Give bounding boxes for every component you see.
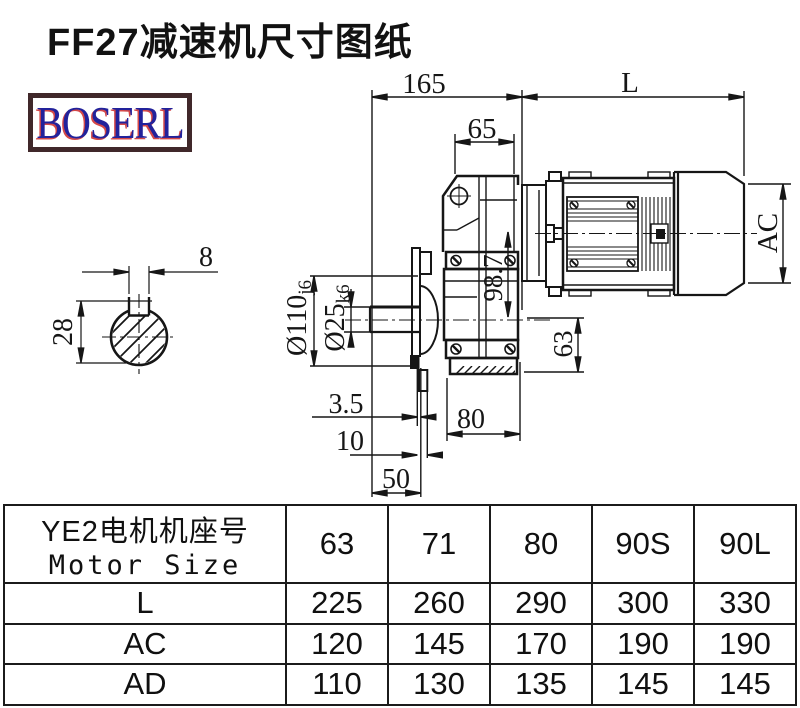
dim-label-flange-offset: 10 [336,426,364,457]
table-header-row: YE2电机机座号 Motor Size 63 71 80 90S 90L [3,504,797,584]
AC-90L: 190 [693,622,797,665]
AD-80: 135 [489,663,593,706]
table-header-cn: YE2电机机座号 [41,515,249,548]
size-90S: 90S [591,504,695,584]
dim-label-foot-width: 80 [457,404,485,435]
AC-90S: 190 [591,622,695,665]
boserl-logo-text: BOSERL [36,96,184,148]
dim-label-flange-gap: 3.5 [329,389,364,420]
housing-bolt-hole [447,184,471,208]
table-row-AD: AD 110 130 135 145 145 [3,663,797,706]
row-label-AC: AC [3,622,287,665]
AD-71: 130 [387,663,491,706]
AC-80: 170 [489,622,593,665]
dim-label-motor-length: L [621,67,639,99]
AD-90L: 145 [693,663,797,706]
output-shaft [368,305,419,334]
section-centerlines [102,294,177,374]
boserl-logo: BOSERL [28,93,192,152]
L-90S: 300 [591,582,695,625]
dim-label-output-height: 63 [548,331,578,358]
L-80: 290 [489,582,593,625]
page-title: FF27减速机尺寸图纸 [47,22,413,64]
motor-size-table: YE2电机机座号 Motor Size 63 71 80 90S 90L L 2… [3,504,797,706]
table-header-en: Motor Size [48,549,242,581]
table-header-label: YE2电机机座号 Motor Size [3,504,287,584]
AD-63: 110 [285,663,389,706]
table-row-L: L 225 260 290 300 330 [3,582,797,625]
dim-label-motor-diameter: AC [752,213,784,253]
dim-label-housing-top: 65 [468,113,497,145]
size-71: 71 [387,504,491,584]
dim-label-flange-diameter: Ø110j6 [282,280,316,356]
table-row-AC: AC 120 145 170 190 190 [3,622,797,665]
dimension-lines [310,90,791,497]
technical-drawing: 8 28 [48,67,791,497]
dimension-key-width [82,266,218,294]
axis-centerlines [345,232,757,321]
dimension-key-height [76,300,152,364]
size-63: 63 [285,504,389,584]
motor-corner-bolts [569,200,636,268]
dim-label-axis-distance: 98.7 [478,254,508,301]
AC-71: 145 [387,622,491,665]
L-63: 225 [285,582,389,625]
dim-label-shaft-length: 50 [382,464,410,495]
motor-fins [566,196,639,272]
AD-90S: 145 [591,663,695,706]
dim-label-key-height: 28 [48,318,79,346]
AC-63: 120 [285,622,389,665]
dim-label-shaft-diameter: Ø25k6 [320,284,354,351]
keyway-slot [127,297,151,317]
L-90L: 330 [693,582,797,625]
size-90L: 90L [693,504,797,584]
L-71: 260 [387,582,491,625]
row-label-L: L [3,582,287,625]
base-hatching [455,366,515,374]
dim-label-key-width: 8 [199,242,213,273]
dim-label-gearbox-length: 165 [402,68,446,100]
gearbox-housing [441,174,520,376]
size-80: 80 [489,504,593,584]
row-label-AD: AD [3,663,287,706]
